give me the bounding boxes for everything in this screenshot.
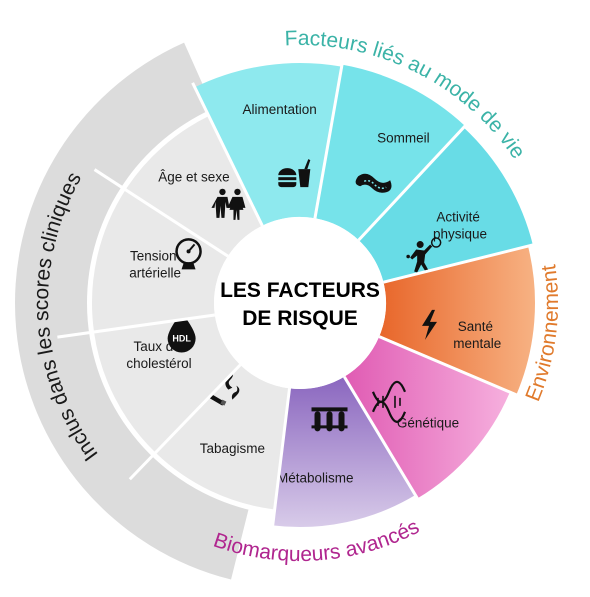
segment-sleep-wedge: [314, 64, 466, 241]
segment-separator: [343, 375, 428, 514]
lightning-icon: [421, 309, 437, 340]
hdl-drop-label: HDL: [172, 334, 191, 344]
people-icon: [211, 188, 246, 220]
segment-smoking-line-1: Tabagisme: [200, 441, 265, 456]
segment-separator: [357, 122, 469, 242]
center-title-line-1: LES FACTEURS: [220, 279, 380, 302]
segment-genetics-label: Génétique: [397, 415, 459, 430]
segment-metabolism-line-1: Métabolisme: [277, 470, 354, 485]
segment-food: Alimentation: [194, 62, 342, 226]
segment-activity-line-1: Activité: [436, 209, 480, 224]
segment-separators: [57, 61, 539, 547]
segment-cholesterol-line-2: cholestérol: [126, 356, 191, 371]
center-disc: [214, 217, 386, 389]
blood-pressure-gauge-icon: [175, 238, 202, 270]
segment-sleep-label: Sommeil: [377, 131, 430, 146]
segment-separator: [313, 61, 345, 219]
segment-bp-line-2: artérielle: [129, 266, 181, 281]
segment-metabolism-wedge: [272, 376, 416, 527]
hdl-drop-icon: HDL: [167, 312, 196, 353]
segment-age-line-1: Âge et sexe: [158, 170, 229, 185]
segment-metabolism-label: Métabolisme: [277, 470, 354, 485]
segment-separator: [93, 168, 229, 258]
fast-food-icon: [278, 159, 311, 188]
tennis-player-icon: [406, 237, 442, 273]
segment-separator: [268, 388, 292, 547]
segment-mental-line-1: Santé: [458, 319, 493, 334]
segment-sleep-line-1: Sommeil: [377, 131, 430, 146]
center-title-line-2: DE RISQUE: [242, 307, 358, 330]
segment-age: Âge et sexe: [125, 116, 263, 257]
segment-cholesterol-wedge: [94, 314, 241, 453]
segment-smoking-label: Tabagisme: [200, 441, 265, 456]
segment-separator: [191, 82, 264, 227]
segment-bp: Tension artérielle: [92, 189, 228, 332]
segment-bp-wedge: [92, 189, 228, 332]
segment-mental: Santé mentale: [379, 246, 535, 395]
segment-age-label: Âge et sexe: [158, 170, 229, 185]
clinical-scores-band: [14, 42, 249, 580]
segment-smoking-wedge: [155, 364, 290, 510]
segment-food-line-1: Alimentation: [242, 102, 316, 117]
dna-icon: [371, 380, 407, 423]
segment-separator: [57, 313, 216, 339]
segment-mental-line-2: mentale: [453, 336, 501, 351]
segment-food-label: Alimentation: [242, 102, 316, 117]
segment-bp-line-1: Tension: [130, 249, 177, 264]
segment-activity-label: Activité physique: [433, 209, 487, 241]
segment-mental-label: Santé mentale: [453, 319, 501, 351]
segment-genetics-line-1: Génétique: [397, 415, 459, 430]
segment-sleep: Sommeil: [314, 64, 466, 241]
segment-separator: [383, 242, 539, 284]
segment-age-wedge: [125, 116, 263, 257]
segment-genetics-wedge: [344, 336, 510, 499]
segment-genetics: Génétique: [344, 336, 510, 499]
segment-activity-line-2: physique: [433, 226, 487, 241]
test-tubes-icon: [311, 407, 348, 432]
segment-bp-label: Tension artérielle: [129, 249, 181, 281]
segment-separator: [128, 363, 242, 481]
segment-activity-wedge: [358, 127, 533, 283]
segment-activity: Activité physique: [358, 127, 533, 283]
sleep-mask-icon: [355, 173, 392, 193]
segment-cholesterol: Taux de cholestérol HDL: [94, 312, 241, 453]
segment-metabolism: Métabolisme: [272, 376, 416, 527]
segment-mental-wedge: [379, 246, 535, 395]
segment-separator: [378, 335, 527, 401]
